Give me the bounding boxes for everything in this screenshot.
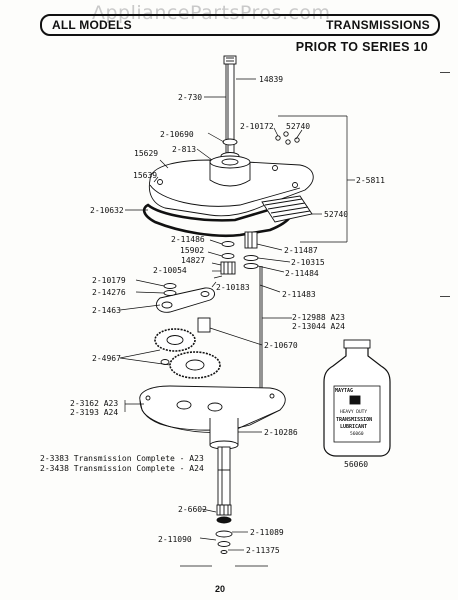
friction-pads <box>261 131 313 223</box>
bottom-hardware <box>215 516 233 554</box>
bottle-text: LUBRICANT <box>340 424 368 430</box>
part-label: 2-11483 <box>282 290 316 299</box>
crank-arm <box>156 275 223 333</box>
part-label: 2-14276 <box>92 288 126 297</box>
page-subtitle: PRIOR TO SERIES 10 <box>295 40 428 54</box>
margin-mark <box>440 296 450 297</box>
part-label: 2-11090 <box>158 535 192 544</box>
part-label: 2-10172 <box>240 122 274 131</box>
part-label: 56060 <box>344 460 369 469</box>
margin-mark <box>440 72 450 73</box>
part-label: 2-730 <box>178 93 203 102</box>
part-label: 2-12988 A23 <box>292 313 345 322</box>
header-frame <box>40 14 440 36</box>
watermark: AppliancePartsPros.com <box>92 2 331 24</box>
leader-lines <box>119 78 355 567</box>
part-label: 2-6602 <box>178 505 207 514</box>
header-left-title: ALL MODELS <box>52 18 132 32</box>
part-label: 52740 <box>324 210 349 219</box>
part-label: 52740 <box>286 122 311 131</box>
housing-gasket <box>142 203 294 238</box>
part-label: 15629 <box>134 149 159 158</box>
bottle-text: HEAVY DUTY <box>340 410 368 415</box>
part-label: 2-10286 <box>264 428 298 437</box>
bottle-brand: MAYTAG <box>335 388 354 394</box>
note-line: 2-3383 Transmission Complete - A23 <box>40 454 204 463</box>
part-label: 2-10670 <box>264 341 298 350</box>
drive-gears <box>154 328 221 379</box>
drive-rod <box>259 266 263 395</box>
part-label: 15902 <box>180 246 205 255</box>
part-label: 2-10690 <box>160 130 194 139</box>
part-label: 15639 <box>133 171 158 180</box>
part-label: 2-813 <box>172 145 197 154</box>
part-label: 2-11089 <box>250 528 284 537</box>
part-label: 2-11375 <box>246 546 280 555</box>
part-label: 2-10179 <box>92 276 126 285</box>
part-label: 2-10315 <box>291 258 325 267</box>
part-label: 2-1463 <box>92 306 121 315</box>
lubricant-bottle <box>323 339 391 457</box>
part-label: 14827 <box>181 256 206 265</box>
page-number: 20 <box>215 584 226 594</box>
part-label: 2-3162 A23 <box>70 399 119 408</box>
note-line: 2-3438 Transmission Complete - A24 <box>40 464 204 473</box>
part-label: 2-5811 <box>356 176 385 185</box>
part-label: 2-11487 <box>284 246 318 255</box>
lower-housing <box>139 385 286 450</box>
part-label: 2-10054 <box>153 266 187 275</box>
part-label: 2-10183 <box>216 283 250 292</box>
lower-shaft <box>216 446 232 516</box>
bottle-text: TRANSMISSION <box>336 417 373 423</box>
part-label: 2-11486 <box>171 235 205 244</box>
pinion-stack <box>220 231 259 275</box>
part-label: 2-11484 <box>285 269 319 278</box>
header-right-title: TRANSMISSIONS <box>326 18 430 32</box>
part-label: 2-10632 <box>90 206 124 215</box>
part-label: 14839 <box>259 75 284 84</box>
part-label: 2-4967 <box>92 354 121 363</box>
bottle-code: 56060 <box>350 432 364 437</box>
part-label: 2-13044 A24 <box>292 322 345 331</box>
part-label: 2-3193 A24 <box>70 408 119 417</box>
